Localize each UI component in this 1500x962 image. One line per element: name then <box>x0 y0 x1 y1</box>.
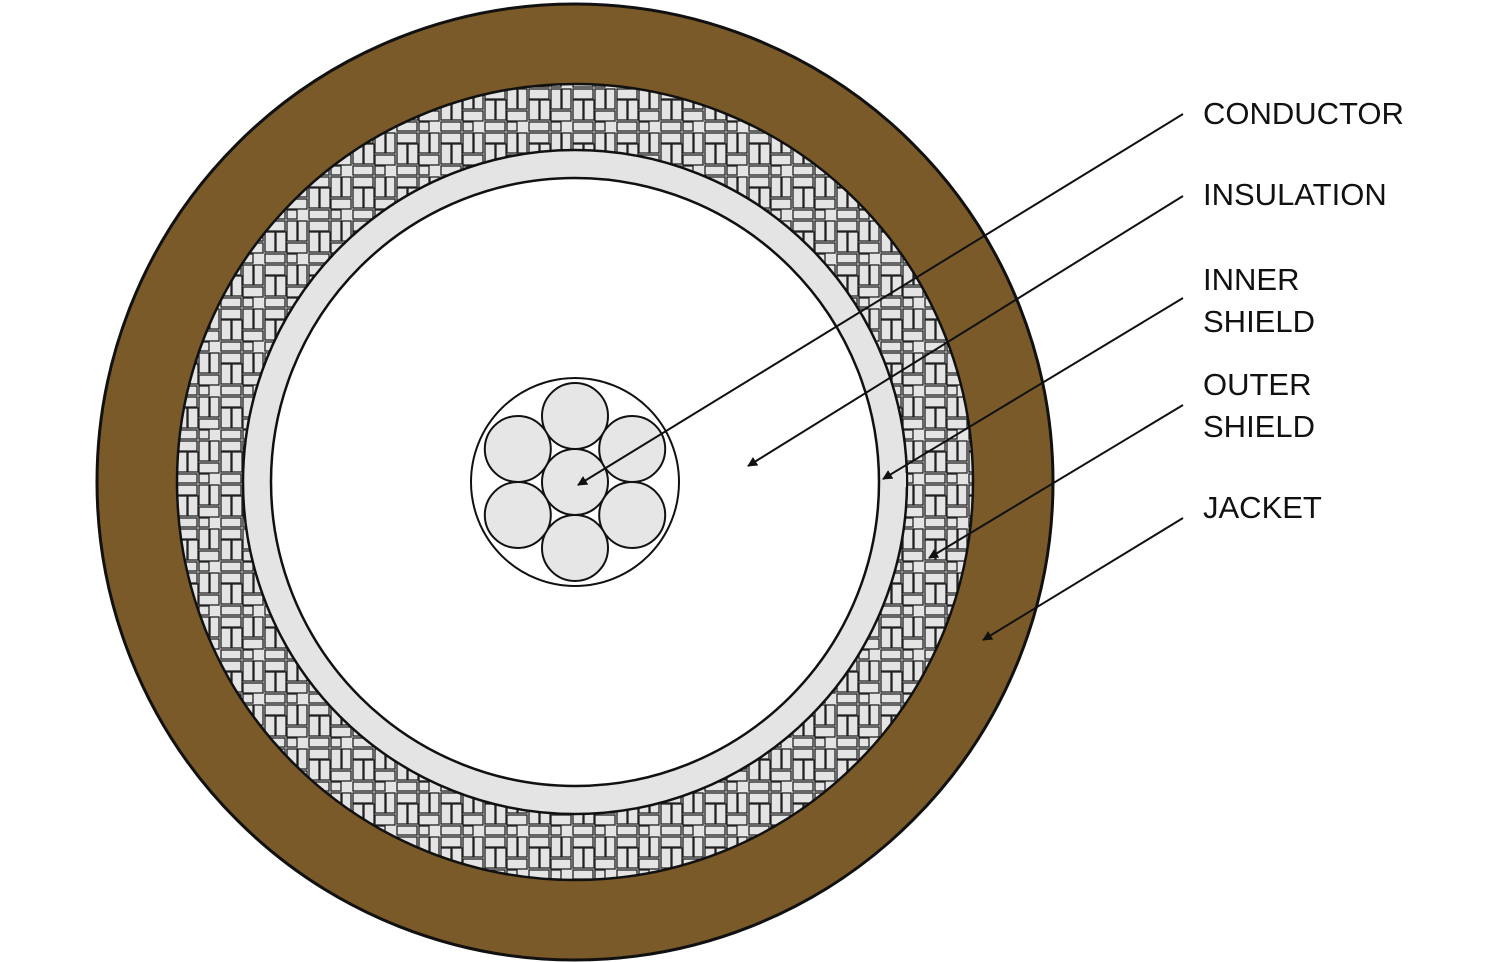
inner-shield-leader <box>882 297 1184 480</box>
conductor-strand <box>598 481 667 549</box>
conductor-leader <box>577 113 1184 486</box>
label-conductor: CONDUCTOR <box>1203 96 1404 131</box>
conductor-strand <box>598 415 667 483</box>
conductor-strand <box>541 514 609 582</box>
conductor-bundle <box>470 377 680 587</box>
label-inner-shield: INNER SHIELD <box>1203 259 1315 343</box>
label-inner-shield-line-2: SHIELD <box>1203 304 1315 339</box>
label-inner-shield-line-1: INNER <box>1203 262 1300 297</box>
label-jacket: JACKET <box>1203 490 1322 525</box>
conductor-strand <box>541 382 609 450</box>
conductor-strand <box>483 415 552 483</box>
inner-shield-gap <box>882 473 906 487</box>
insulation-leader <box>747 195 1184 467</box>
label-outer-shield-line-1: OUTER <box>1203 367 1312 402</box>
label-insulation: INSULATION <box>1203 177 1387 212</box>
conductor-strand <box>483 481 552 549</box>
label-outer-shield: OUTER SHIELD <box>1203 364 1315 448</box>
label-outer-shield-line-2: SHIELD <box>1203 409 1315 444</box>
jacket-leader <box>982 517 1184 641</box>
conductor-strand-center <box>541 448 609 516</box>
outer-shield-leader <box>928 404 1184 559</box>
